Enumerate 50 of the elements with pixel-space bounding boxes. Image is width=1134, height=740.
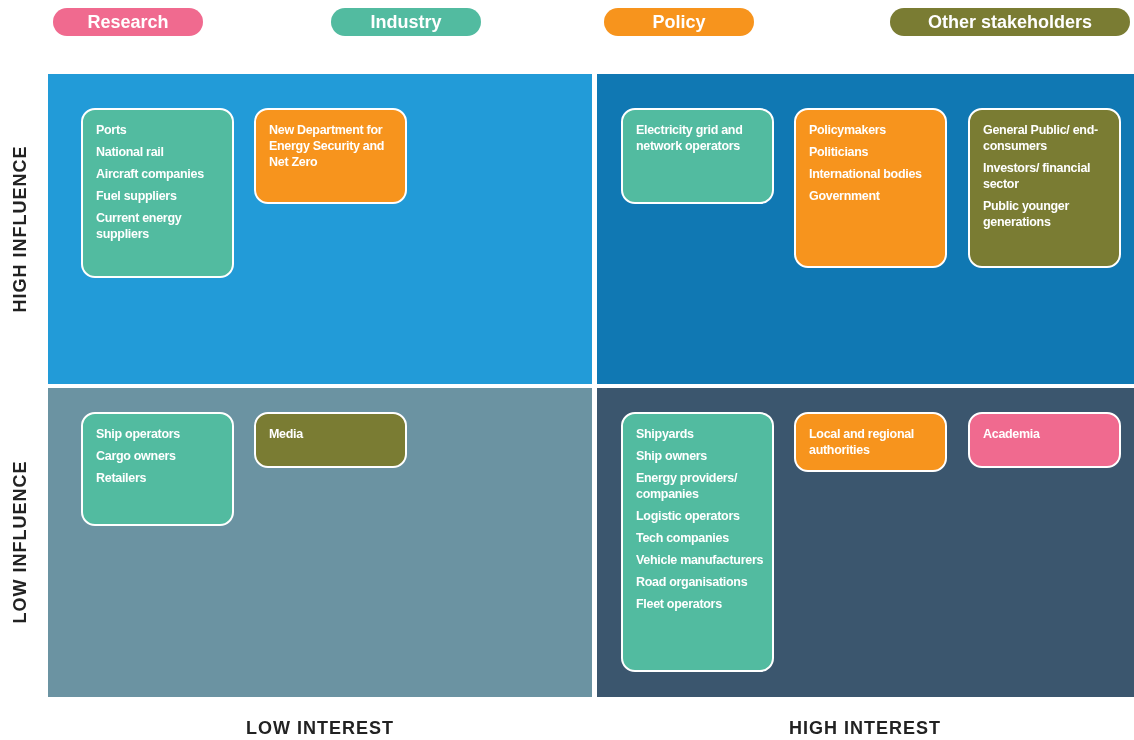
stakeholder-card <box>968 108 1121 268</box>
stakeholder-name: Government <box>809 188 881 204</box>
stakeholder-name: Investors/ financial sector <box>983 160 1092 192</box>
stakeholder-card <box>81 412 234 526</box>
stakeholder-name: National rail <box>96 144 165 160</box>
stakeholder-name: Public younger generations <box>983 198 1071 230</box>
stakeholder-name: New Department for Energy Security and Net Zero <box>269 122 386 170</box>
stakeholder-name: Current energy suppliers <box>96 210 183 242</box>
axis-label: HIGH INFLUENCE <box>8 145 31 313</box>
stakeholder-name: Shipyards <box>636 426 695 442</box>
stakeholder-card <box>81 108 234 278</box>
legend-pill: Other stakeholders <box>890 8 1130 36</box>
stakeholder-name: Media <box>269 426 305 442</box>
stakeholder-name: Policymakers <box>809 122 887 138</box>
stakeholder-name: Energy providers/ companies <box>636 470 739 502</box>
legend-pill: Industry <box>331 8 481 36</box>
stakeholder-card <box>621 108 774 204</box>
stakeholder-card <box>968 412 1121 468</box>
quadrant-panel <box>597 388 1134 697</box>
quadrant-panel <box>48 388 592 697</box>
stakeholder-name: Politicians <box>809 144 870 160</box>
axis-label: HIGH INTEREST <box>789 716 941 740</box>
stakeholder-name: Ship operators <box>96 426 181 442</box>
axis-label: LOW INFLUENCE <box>8 460 31 624</box>
stakeholder-name: General Public/ end-consumers <box>983 122 1099 154</box>
stakeholder-name: Academia <box>983 426 1041 442</box>
quadrant-panel <box>597 74 1134 384</box>
stakeholder-card <box>254 412 407 468</box>
stakeholder-name: International bodies <box>809 166 923 182</box>
stakeholder-name: Ports <box>96 122 128 138</box>
stakeholder-name: Aircraft companies <box>96 166 205 182</box>
stakeholder-name: Vehicle manufacturers <box>636 552 765 568</box>
quadrant-panel <box>48 74 592 384</box>
legend-pill: Research <box>53 8 203 36</box>
stakeholder-name: Electricity grid and network operators <box>636 122 744 154</box>
stakeholder-card <box>254 108 407 204</box>
stakeholder-name: Fuel suppliers <box>96 188 178 204</box>
stakeholder-name: Cargo owners <box>96 448 177 464</box>
stakeholder-name: Logistic operators <box>636 508 741 524</box>
stakeholder-name: Tech companies <box>636 530 730 546</box>
stakeholder-name: Ship owners <box>636 448 709 464</box>
stakeholder-card <box>621 412 774 672</box>
stakeholder-card <box>794 412 947 472</box>
stakeholder-card <box>794 108 947 268</box>
axis-label: LOW INTEREST <box>246 716 394 740</box>
legend-pill: Policy <box>604 8 754 36</box>
stakeholder-name: Retailers <box>96 470 148 486</box>
stakeholder-name: Fleet operators <box>636 596 723 612</box>
stakeholder-name: Road organisations <box>636 574 749 590</box>
stakeholder-name: Local and regional authorities <box>809 426 916 458</box>
